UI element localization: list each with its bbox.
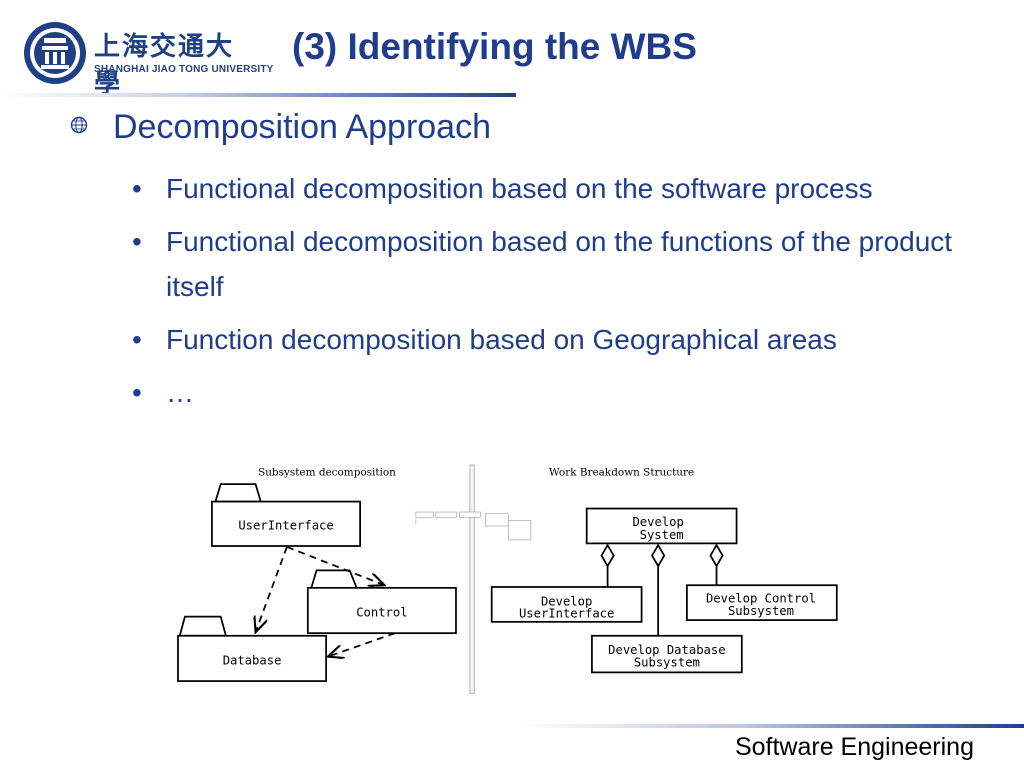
wbs-root-line1: Develop <box>632 515 683 529</box>
wbs-child-userinterface: Develop UserInterface <box>490 586 643 623</box>
footer-rule <box>520 724 1024 728</box>
wbs-child-line2: Subsystem <box>634 655 700 669</box>
wbs-aggregation-lines <box>600 543 724 636</box>
wbs-child-database: Develop Database Subsystem <box>591 634 743 674</box>
sub-bullet-item: • Functional decomposition based on the s… <box>132 166 962 211</box>
footer-course-name: Software Engineering <box>734 733 974 761</box>
bullet-dot-icon: • <box>132 324 142 355</box>
package-label: Control <box>356 606 407 620</box>
university-logo: 上海交通大學 SHANGHAI JIAO TONG UNIVERSITY <box>22 20 273 99</box>
sub-bullet-item: • Function decomposition based on Geograp… <box>132 317 962 362</box>
package-userinterface: UserInterface <box>211 483 361 547</box>
logo-english-name: SHANGHAI JIAO TONG UNIVERSITY <box>94 64 274 75</box>
wbs-child-control: Develop Control Subsystem <box>686 584 838 621</box>
diagram-separator <box>469 464 475 694</box>
dependency-arrows <box>256 546 396 657</box>
subsystem-caption: Subsystem decomposition <box>258 466 396 478</box>
wbs-child-line2: Subsystem <box>728 604 794 618</box>
wbs-root: Develop System <box>585 507 738 545</box>
wbs-thumbnail <box>415 511 532 541</box>
sub-bullet-text: … <box>166 377 194 408</box>
wbs-child-line1: Develop <box>541 594 592 608</box>
wbs-root-line2: System <box>640 528 684 542</box>
wbs-child-line1: Develop Database <box>608 643 725 657</box>
main-bullet-text: Decomposition Approach <box>113 108 492 146</box>
package-label: UserInterface <box>238 518 333 532</box>
sub-bullet-item: •… <box>132 370 962 415</box>
package-control: Control <box>306 569 457 635</box>
wbs-child-line2: UserInterface <box>519 606 614 620</box>
sub-bullet-list: • Functional decomposition based on the s… <box>132 166 962 423</box>
package-label: Database <box>223 654 282 668</box>
sub-bullet-text: Function decomposition based on Geograph… <box>166 324 837 355</box>
slide-title: (3) Identifying the WBS <box>292 26 697 67</box>
sub-bullet-text: Functional decomposition based on the so… <box>166 173 873 204</box>
sub-bullet-text: Functional decomposition based on the fu… <box>166 226 953 302</box>
sub-bullet-item: • Functional decomposition based on the f… <box>132 219 962 309</box>
package-database: Database <box>177 615 327 682</box>
title-underline <box>0 93 516 97</box>
wbs-child-line1: Develop Control <box>706 592 816 606</box>
bullet-dot-icon: • <box>132 377 142 408</box>
bullet-dot-icon: • <box>132 226 142 257</box>
bullet-dot-icon: • <box>132 173 142 204</box>
wbs-caption: Work Breakdown Structure <box>549 466 694 478</box>
globe-bullet-icon <box>70 116 88 134</box>
decomposition-diagram: Subsystem decomposition Work Breakdown S… <box>177 464 838 694</box>
logo-chinese-name: 上海交通大學 <box>94 32 235 99</box>
university-seal-icon <box>24 22 86 84</box>
